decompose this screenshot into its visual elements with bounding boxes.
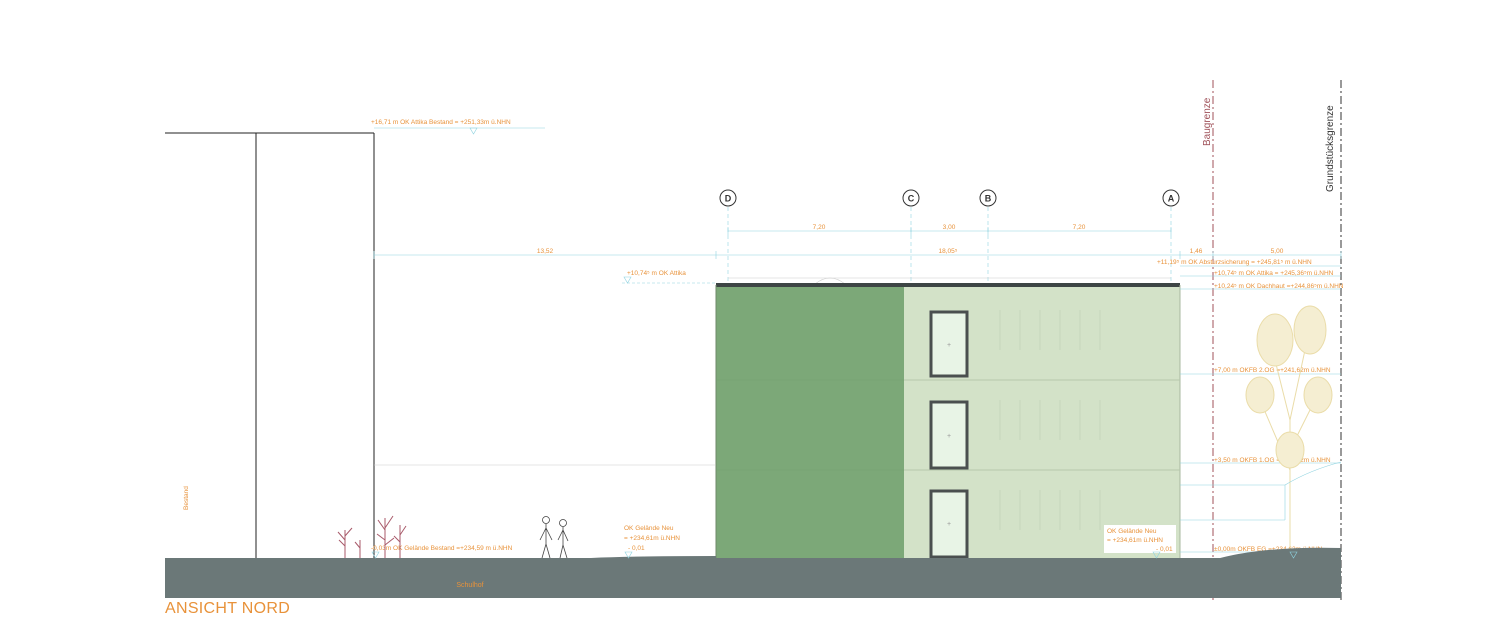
gelaende-neu-right-1: OK Gelände Neu — [1107, 528, 1157, 535]
window-2og: + — [929, 310, 969, 378]
gelaende-neu-left-1: OK Gelände Neu — [624, 525, 674, 532]
level-absturz-label: +11,19⁵ m OK Absturzsicherung = +245,81⁵… — [1157, 259, 1312, 266]
level-dachhaut-label: +10,24⁵ m OK Dachhaut =+244,86⁵m ü.NHN — [1214, 283, 1344, 290]
dim-c-b: 3,00 — [943, 224, 956, 231]
existing-label: Bestand — [183, 486, 190, 510]
svg-text:A: A — [1168, 194, 1175, 204]
svg-text:+: + — [947, 433, 951, 440]
existing-building — [165, 132, 715, 560]
level-gelaende-bestand-label: -0,03m OK Gelände Bestand =+234,59 m ü.N… — [371, 545, 513, 552]
dim-baugrenze-grundstueck: 5,00 — [1271, 248, 1284, 255]
ground — [165, 558, 1341, 598]
window-eg: + — [929, 489, 969, 559]
svg-text:B: B — [985, 194, 992, 204]
ground-slope — [560, 556, 716, 560]
level-attika-bestand — [374, 127, 545, 135]
dimension-chain-overall — [373, 251, 1342, 259]
gelaende-neu-right-bg — [1104, 525, 1176, 553]
svg-text:C: C — [908, 194, 915, 204]
svg-text:+: + — [947, 342, 951, 349]
drawing-title: ANSICHT NORD — [165, 600, 291, 617]
level-attika-right-label: +10,74⁵ m OK Attika = +245,36⁵m ü.NHN — [1214, 270, 1334, 277]
grundstuecksgrenze-label: Grundstücksgrenze — [1325, 105, 1336, 192]
level-eg-label: ±0,00m OKFB EG =+234,62m ü.NHN — [1214, 546, 1323, 553]
tree-right — [1245, 305, 1333, 555]
dim-b-a: 7,20 — [1073, 224, 1086, 231]
people — [539, 516, 569, 559]
level-gelaende-bestand — [371, 551, 380, 559]
level-og2-label: +7,00 m OKFB 2.OG =+241,62m ü.NHN — [1214, 367, 1331, 374]
facade-dark-section — [716, 285, 904, 558]
dim-a-baugrenze: 1,46 — [1190, 248, 1203, 255]
gelaende-neu-left-2: = +234,61m ü.NHN — [624, 535, 680, 542]
level-og1-label: +3,50 m OKFB 1.OG =+238,12m ü.NHN — [1214, 457, 1331, 464]
roof-railing — [728, 277, 1171, 285]
level-attika-left-label: +10,74⁵ m OK Attika — [627, 270, 686, 277]
dim-existing-gap: 13,52 — [537, 248, 554, 255]
ground-slope-right — [1213, 547, 1341, 560]
level-lines-right — [1180, 265, 1341, 553]
level-attika-bestand-label: +16,71 m OK Attika Bestand = +251,33m ü.… — [371, 119, 511, 126]
level-attika-left — [622, 276, 716, 284]
terrace-structure — [1180, 461, 1342, 521]
svg-text:+: + — [947, 521, 951, 528]
dimension-chain-axes — [727, 227, 1172, 235]
ground-label: Schulhof — [456, 582, 483, 589]
gelaende-neu-right-3: - 0,01 — [1156, 546, 1173, 553]
gelaende-neu-right-2: = +234,61m ü.NHN — [1107, 537, 1163, 544]
dim-overall: 18,05⁵ — [939, 248, 958, 255]
shrubs-left — [337, 515, 407, 558]
gelaende-neu-left-3: - 0,01 — [628, 545, 645, 552]
roof-edge — [716, 283, 1180, 287]
window-1og: + — [929, 400, 969, 470]
svg-text:D: D — [725, 194, 732, 204]
baugrenze-label: Baugrenze — [1202, 97, 1213, 146]
dim-d-c: 7,20 — [813, 224, 826, 231]
